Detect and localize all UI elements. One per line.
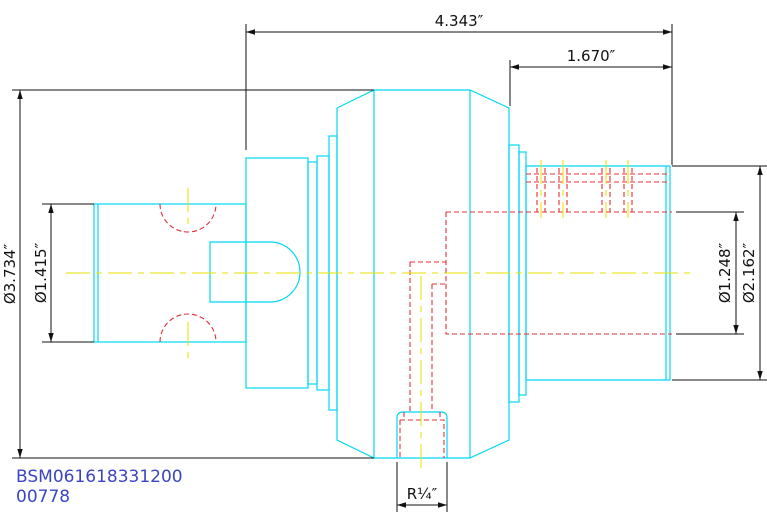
hidden-features bbox=[159, 168, 672, 458]
dim-bore-diameter: Ø1.248″ bbox=[716, 242, 734, 303]
passage-hidden bbox=[409, 261, 446, 412]
port-outline bbox=[396, 411, 448, 458]
centerlines bbox=[66, 160, 690, 470]
dim-body-diameter: Ø3.734″ bbox=[1, 243, 19, 304]
body-outline bbox=[336, 89, 510, 459]
part-number-label: BSM061618331200 bbox=[16, 467, 183, 487]
port-hidden bbox=[399, 412, 445, 458]
dim-pilot-diameter: Ø1.415″ bbox=[32, 242, 50, 303]
dimension-lines bbox=[12, 24, 767, 512]
dim-overall-length: 4.343″ bbox=[435, 12, 484, 30]
dim-shank-diameter: Ø2.162″ bbox=[740, 242, 758, 303]
shank-outline bbox=[525, 165, 671, 381]
cross-holes bbox=[526, 168, 670, 212]
dim-shank-length: 1.670″ bbox=[567, 47, 616, 65]
dim-radius: R¼″ bbox=[407, 485, 438, 503]
relief-bottom bbox=[159, 313, 217, 343]
relief-top bbox=[159, 203, 217, 233]
part-suffix-label: 00778 bbox=[16, 487, 71, 507]
key-outline bbox=[209, 241, 301, 303]
part-outline bbox=[93, 89, 671, 459]
